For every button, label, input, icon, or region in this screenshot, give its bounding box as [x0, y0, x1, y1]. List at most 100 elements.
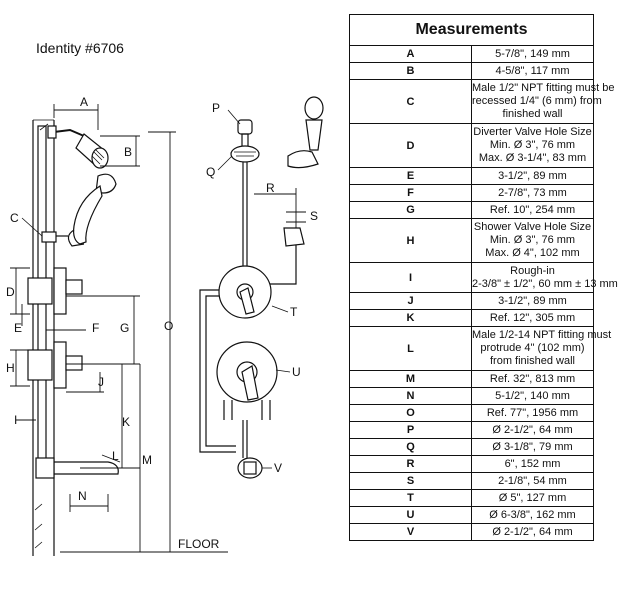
dim-label-q: Q [206, 165, 215, 179]
row-key: A [349, 45, 472, 63]
row-key: T [349, 489, 472, 507]
dim-label-s: S [310, 209, 318, 223]
row-value-line: 3-1/2", 89 mm [498, 169, 567, 182]
row-value-line: 2-1/8", 54 mm [498, 474, 567, 487]
row-value: 2-1/8", 54 mm [471, 472, 594, 490]
row-key: H [349, 218, 472, 263]
row-key: R [349, 455, 472, 473]
dim-label-f: F [92, 321, 99, 335]
row-key: Q [349, 438, 472, 456]
table-row: U Ø 6-3/8", 162 mm [349, 506, 594, 524]
table-row: P Ø 2-1/2", 64 mm [349, 421, 594, 439]
row-key: V [349, 523, 472, 541]
table-row: M Ref. 32", 813 mm [349, 370, 594, 388]
row-value-line: Male 1/2-14 NPT fitting must [472, 329, 612, 341]
row-key: B [349, 62, 472, 80]
row-value: Ø 6-3/8", 162 mm [471, 506, 594, 524]
row-value-line: 2-7/8", 73 mm [498, 186, 567, 199]
row-key: O [349, 404, 472, 422]
dim-label-c: C [10, 211, 19, 225]
row-value-line: Max. Ø 3-1/4", 83 mm [478, 152, 587, 164]
row-key: K [349, 309, 472, 327]
dim-label-r: R [266, 181, 275, 195]
row-value-line: Ø 6-3/8", 162 mm [489, 508, 576, 521]
row-key: U [349, 506, 472, 524]
row-value-line: Ref. 32", 813 mm [489, 372, 576, 385]
row-value: Ø 2-1/2", 64 mm [471, 421, 594, 439]
dim-label-k: K [122, 415, 130, 429]
row-value-line: 2-3/8" ± 1/2", 60 mm ± 13 mm [472, 277, 618, 290]
row-value-line: Male 1/2" NPT fitting must be [472, 82, 615, 94]
row-value-line: 6", 152 mm [504, 457, 561, 470]
table-row: O Ref. 77", 1956 mm [349, 404, 594, 422]
row-value: 2-7/8", 73 mm [471, 184, 594, 202]
dim-label-l: L [112, 449, 119, 463]
row-value-line: Ø 2-1/2", 64 mm [492, 423, 573, 436]
dim-label-e: E [14, 321, 22, 335]
side-shower-valve [27, 341, 83, 389]
row-value-line: Min. Ø 3", 76 mm [489, 139, 576, 151]
dim-label-t: T [290, 305, 298, 319]
front-diverter-valve [218, 265, 272, 319]
row-value-line: Ref. 77", 1956 mm [486, 406, 579, 419]
table-title: Measurements [349, 14, 594, 46]
row-key: E [349, 167, 472, 185]
row-value: 6", 152 mm [471, 455, 594, 473]
row-value-line: Ø 5", 127 mm [498, 491, 567, 504]
row-value: Ref. 12", 305 mm [471, 309, 594, 327]
dim-label-m: M [142, 453, 152, 467]
row-key: P [349, 421, 472, 439]
side-view [10, 104, 228, 556]
row-key: C [349, 79, 472, 124]
row-value: Ø 3-1/8", 79 mm [471, 438, 594, 456]
table-row: R 6", 152 mm [349, 455, 594, 473]
dim-label-i: I [14, 413, 17, 427]
row-value-line: 5-1/2", 140 mm [495, 389, 570, 402]
row-value-line: Shower Valve Hole Size [473, 221, 592, 233]
dim-label-p: P [212, 101, 220, 115]
dim-label-h: H [6, 361, 15, 375]
product-identity-label: Identity #6706 [36, 40, 124, 56]
wall-hatching [34, 123, 49, 549]
row-value-line: recessed 1/4" (6 mm) from [472, 95, 602, 107]
dim-label-a: A [80, 95, 88, 109]
row-value-line: Min. Ø 3", 76 mm [489, 234, 576, 246]
floor-label: FLOOR [178, 537, 220, 551]
front-view [199, 96, 324, 479]
row-value: Ø 2-1/2", 64 mm [471, 523, 594, 541]
row-value-line: protrude 4" (102 mm) [480, 342, 585, 354]
row-value: 4-5/8", 117 mm [471, 62, 594, 80]
table-header-row: Measurements [349, 14, 594, 46]
row-key: J [349, 292, 472, 310]
front-hand-shower [287, 96, 324, 169]
row-value: 5-1/2", 140 mm [471, 387, 594, 405]
side-showerhead [75, 133, 109, 169]
dim-label-n: N [78, 489, 87, 503]
row-value: Ref. 10", 254 mm [471, 201, 594, 219]
row-value-line: Diverter Valve Hole Size [473, 126, 592, 138]
dim-label-o: O [164, 319, 173, 333]
row-value-line: finished wall [502, 108, 563, 120]
row-value: 3-1/2", 89 mm [471, 292, 594, 310]
dim-label-u: U [292, 365, 301, 379]
row-key: M [349, 370, 472, 388]
row-key: I [349, 262, 472, 293]
